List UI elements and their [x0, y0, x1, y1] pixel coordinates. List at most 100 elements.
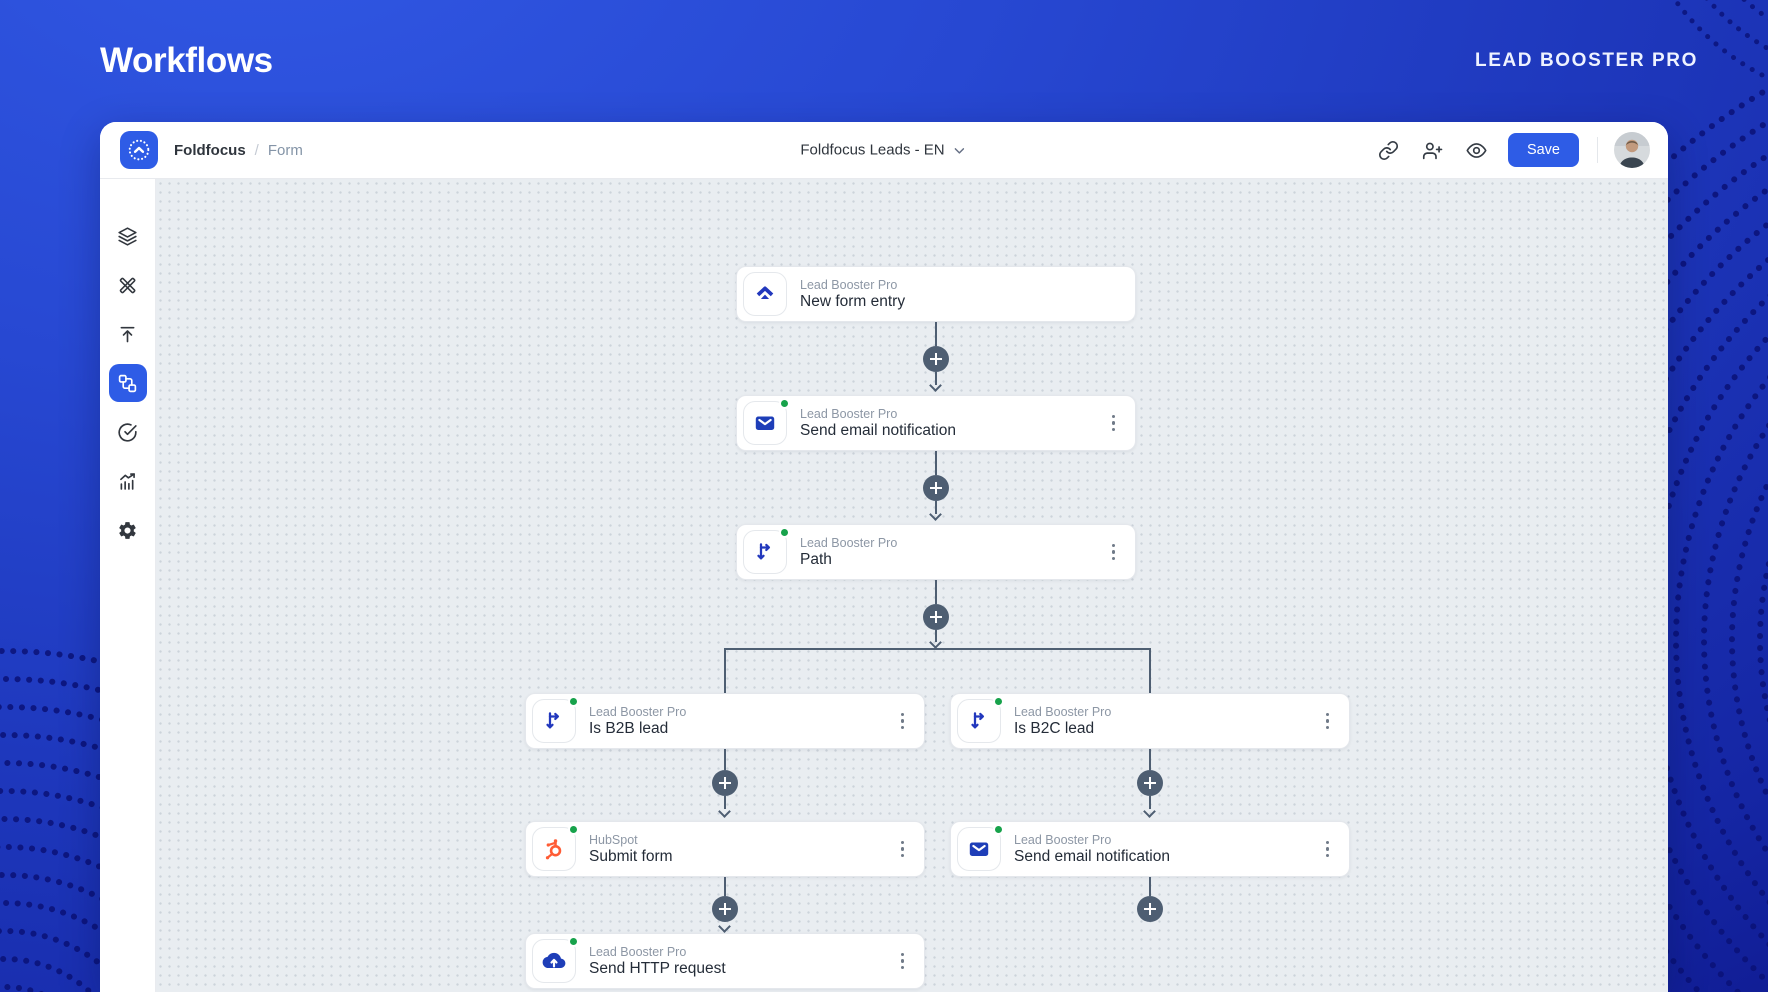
breadcrumb-current[interactable]: Form	[267, 141, 303, 159]
add-step-button[interactable]	[712, 770, 738, 796]
workflow-node-is-b2b-lead[interactable]: Lead Booster Pro Is B2B lead	[525, 693, 925, 749]
save-button[interactable]: Save	[1507, 133, 1579, 167]
logo-chevron-icon	[128, 139, 150, 161]
sidebar-item-validate[interactable]	[109, 413, 147, 451]
sidebar-item-upload[interactable]	[109, 315, 147, 353]
node-title: Submit form	[589, 847, 673, 865]
node-title: New form entry	[800, 292, 906, 310]
node-app-label: Lead Booster Pro	[589, 944, 687, 959]
breadcrumb-separator: /	[254, 141, 259, 159]
node-menu-button[interactable]	[1106, 536, 1122, 569]
node-app-tile	[532, 696, 579, 743]
copy-link-button[interactable]	[1372, 133, 1406, 167]
connector-line	[935, 451, 937, 475]
configured-status-dot	[993, 696, 1004, 707]
upload-icon	[120, 326, 135, 342]
node-title: Is B2C lead	[1014, 719, 1095, 737]
node-title: Path	[800, 550, 832, 568]
node-menu-button[interactable]	[1320, 833, 1336, 866]
sidebar-item-workflow[interactable]	[108, 364, 147, 402]
node-app-label: HubSpot	[589, 832, 638, 847]
connector-arrow	[1143, 805, 1156, 818]
node-title: Send HTTP request	[589, 959, 726, 977]
user-avatar[interactable]	[1614, 132, 1650, 168]
node-menu-button[interactable]	[1320, 705, 1336, 738]
toolbar-divider	[1597, 137, 1598, 163]
node-app-tile	[743, 527, 790, 574]
user-add-icon	[1423, 142, 1443, 159]
node-menu-button[interactable]	[1106, 407, 1122, 440]
form-entry-icon	[756, 286, 774, 299]
connector-line	[935, 322, 937, 346]
sidebar-item-settings[interactable]	[109, 511, 147, 549]
node-app-label: Lead Booster Pro	[800, 277, 898, 292]
workflow-node-is-b2c-lead[interactable]: Lead Booster Pro Is B2C lead	[950, 693, 1350, 749]
connector-line	[935, 372, 937, 385]
connector-line	[1149, 796, 1151, 809]
workflow-node-path[interactable]: Lead Booster Pro Path	[736, 524, 1136, 580]
workflow-node-send-http-request[interactable]: Lead Booster Pro Send HTTP request	[525, 933, 925, 989]
sidebar-item-layers[interactable]	[109, 217, 147, 255]
connector-line	[935, 501, 937, 514]
connector-line	[724, 749, 726, 770]
node-menu-button[interactable]	[895, 833, 911, 866]
node-app-label: Lead Booster Pro	[800, 535, 898, 550]
connector-arrow	[929, 379, 942, 392]
connector-line	[935, 630, 937, 642]
invite-user-button[interactable]	[1416, 133, 1450, 167]
page-title: Workflows	[100, 41, 273, 80]
configured-status-dot	[568, 936, 579, 947]
workflow-title-dropdown[interactable]: Foldfocus Leads - EN	[800, 142, 967, 159]
editor-sidebar	[100, 179, 156, 992]
node-title: Send email notification	[1014, 847, 1170, 865]
node-app-label: Lead Booster Pro	[1014, 704, 1112, 719]
avatar-photo	[1614, 132, 1650, 168]
workflow-node-send-email-b2c[interactable]: Lead Booster Pro Send email notification	[950, 821, 1350, 877]
check-circle-icon	[118, 422, 137, 442]
editor-toolbar: Foldfocus / Form Foldfocus Leads - EN	[100, 122, 1668, 179]
app-logo[interactable]	[120, 131, 158, 169]
connector-arrow	[929, 636, 942, 649]
connector-line	[724, 877, 726, 896]
workflow-node-new-form-entry[interactable]: Lead Booster Pro New form entry	[736, 266, 1136, 322]
email-icon	[969, 842, 989, 857]
node-title: Is B2B lead	[589, 719, 669, 737]
workflow-node-send-email[interactable]: Lead Booster Pro Send email notification	[736, 395, 1136, 451]
node-app-label: Lead Booster Pro	[1014, 832, 1112, 847]
workflow-title: Foldfocus Leads - EN	[800, 141, 945, 159]
node-app-tile	[743, 398, 790, 445]
path-split-icon	[757, 543, 771, 560]
analytics-icon	[120, 472, 135, 490]
add-step-button[interactable]	[712, 896, 738, 922]
add-step-button[interactable]	[1137, 896, 1163, 922]
workflow-editor-card: Foldfocus / Form Foldfocus Leads - EN	[100, 122, 1668, 992]
add-step-button[interactable]	[923, 604, 949, 630]
add-step-button[interactable]	[923, 475, 949, 501]
path-split-icon	[546, 712, 560, 729]
sidebar-item-design-tools[interactable]	[109, 266, 147, 304]
email-icon	[755, 416, 775, 431]
workflow-node-hubspot-submit-form[interactable]: HubSpot Submit form	[525, 821, 925, 877]
connector-line	[935, 580, 937, 604]
sidebar-item-analytics[interactable]	[109, 462, 147, 500]
preview-button[interactable]	[1460, 133, 1494, 167]
configured-status-dot	[779, 398, 790, 409]
add-step-button[interactable]	[1137, 770, 1163, 796]
node-menu-button[interactable]	[895, 705, 911, 738]
design-tools-icon	[119, 277, 136, 293]
connector-line	[724, 796, 726, 809]
node-app-tile	[743, 272, 787, 316]
link-icon	[1379, 140, 1399, 160]
path-split-icon	[971, 712, 985, 729]
connector-arrow	[718, 805, 731, 818]
settings-gear-icon	[119, 521, 136, 539]
breadcrumb-parent[interactable]: Foldfocus	[174, 141, 246, 159]
node-app-tile	[957, 824, 1004, 871]
node-app-label: Lead Booster Pro	[589, 704, 687, 719]
add-step-button[interactable]	[923, 346, 949, 372]
node-title: Send email notification	[800, 421, 956, 439]
connector-line	[1149, 877, 1151, 896]
workflow-canvas[interactable]: Lead Booster Pro New form entry Le	[156, 179, 1668, 992]
eye-icon	[1466, 142, 1487, 158]
node-menu-button[interactable]	[895, 945, 911, 978]
